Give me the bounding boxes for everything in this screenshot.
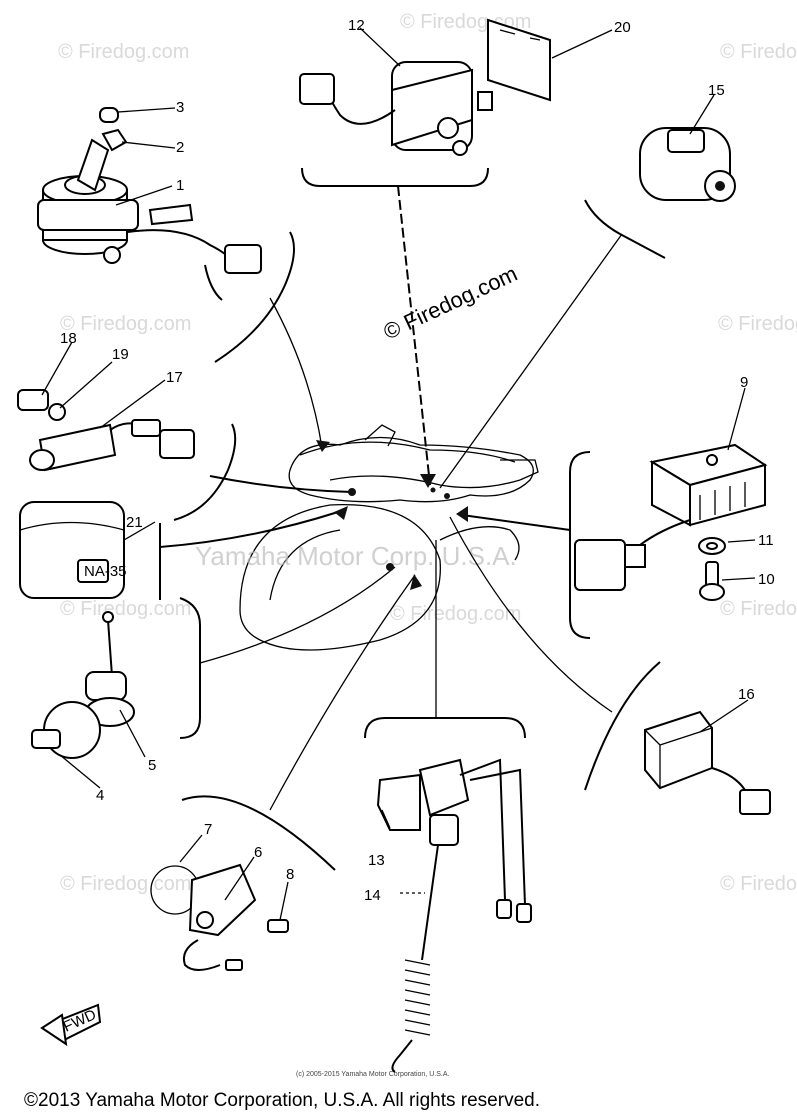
relay-box-part: NA-35 xyxy=(19,501,127,599)
part-number-19: 19 xyxy=(112,346,129,363)
part-number-18: 18 xyxy=(60,330,77,347)
watermark-ll: © Firedog.com xyxy=(60,598,191,620)
watermark-tr: © Firedog.com xyxy=(720,41,797,63)
part-number-12: 12 xyxy=(348,17,365,34)
watermark-bl: © Firedog.com xyxy=(60,873,191,895)
part-number-10: 10 xyxy=(758,571,775,588)
part-number-13: 13 xyxy=(368,852,385,869)
washer-bolt-10-11 xyxy=(698,537,726,601)
footer-copyright: ©2013 Yamaha Motor Corporation, U.S.A. A… xyxy=(24,1090,540,1111)
corner-watermarks: © Firedog.com © Firedog.com © Firedog.co… xyxy=(58,11,797,895)
plate-part xyxy=(487,18,551,102)
starter-relay-assembly xyxy=(299,61,493,156)
part-number-4: 4 xyxy=(96,787,104,804)
part-number-21: 21 xyxy=(126,514,143,531)
part-number-15: 15 xyxy=(708,82,725,99)
neutral-switch-assembly xyxy=(17,389,195,472)
part-number-11: 11 xyxy=(758,532,774,549)
part-number-8: 8 xyxy=(286,866,294,883)
cutoff-relay-assembly xyxy=(644,710,771,815)
part-number-3: 3 xyxy=(176,99,184,116)
watermark-ml: © Firedog.com xyxy=(60,313,191,335)
regulator-assembly xyxy=(574,443,768,591)
watermark-lr: © Firedog.com xyxy=(720,598,797,620)
band-watermark: Yamaha Motor Corp. U.S.A. xyxy=(195,541,517,571)
watermark-tl: © Firedog.com xyxy=(58,41,189,63)
part-number-1: 1 xyxy=(176,177,184,194)
watermark-br: © Firedog.com xyxy=(720,873,797,895)
brake-switch-assembly xyxy=(376,758,532,1073)
part-number-2: 2 xyxy=(176,139,184,156)
center-arrows xyxy=(316,440,468,590)
relay-marking: NA-35 xyxy=(84,563,127,580)
small-copyright: (c) 2005-2015 Yamaha Motor Corporation, … xyxy=(296,1071,449,1078)
part-number-7: 7 xyxy=(204,821,212,838)
gear-switch-assembly xyxy=(150,863,289,971)
center-watermark: © Firedog.com xyxy=(380,261,522,345)
frame-outline xyxy=(239,424,539,651)
watermark-lc: © Firedog.com xyxy=(390,603,521,625)
part-number-6: 6 xyxy=(254,844,262,861)
leader-lines xyxy=(159,185,623,811)
part-number-17: 17 xyxy=(166,369,183,386)
flasher-relay-part xyxy=(639,127,736,202)
part-number-14: 14 xyxy=(364,887,381,904)
oil-switch-assembly xyxy=(31,611,135,759)
callout-lines xyxy=(41,27,756,921)
part-number-5: 5 xyxy=(148,757,156,774)
watermark-mr: © Firedog.com xyxy=(718,313,797,335)
part-number-labels: 3 2 1 18 19 17 21 5 4 7 6 8 12 20 15 9 1… xyxy=(60,17,775,904)
part-number-16: 16 xyxy=(738,686,755,703)
part-number-20: 20 xyxy=(614,19,631,36)
group-brackets xyxy=(159,167,666,871)
main-switch-assembly xyxy=(37,107,262,301)
part-number-9: 9 xyxy=(740,374,748,391)
fwd-arrow: FWD xyxy=(40,1003,102,1047)
